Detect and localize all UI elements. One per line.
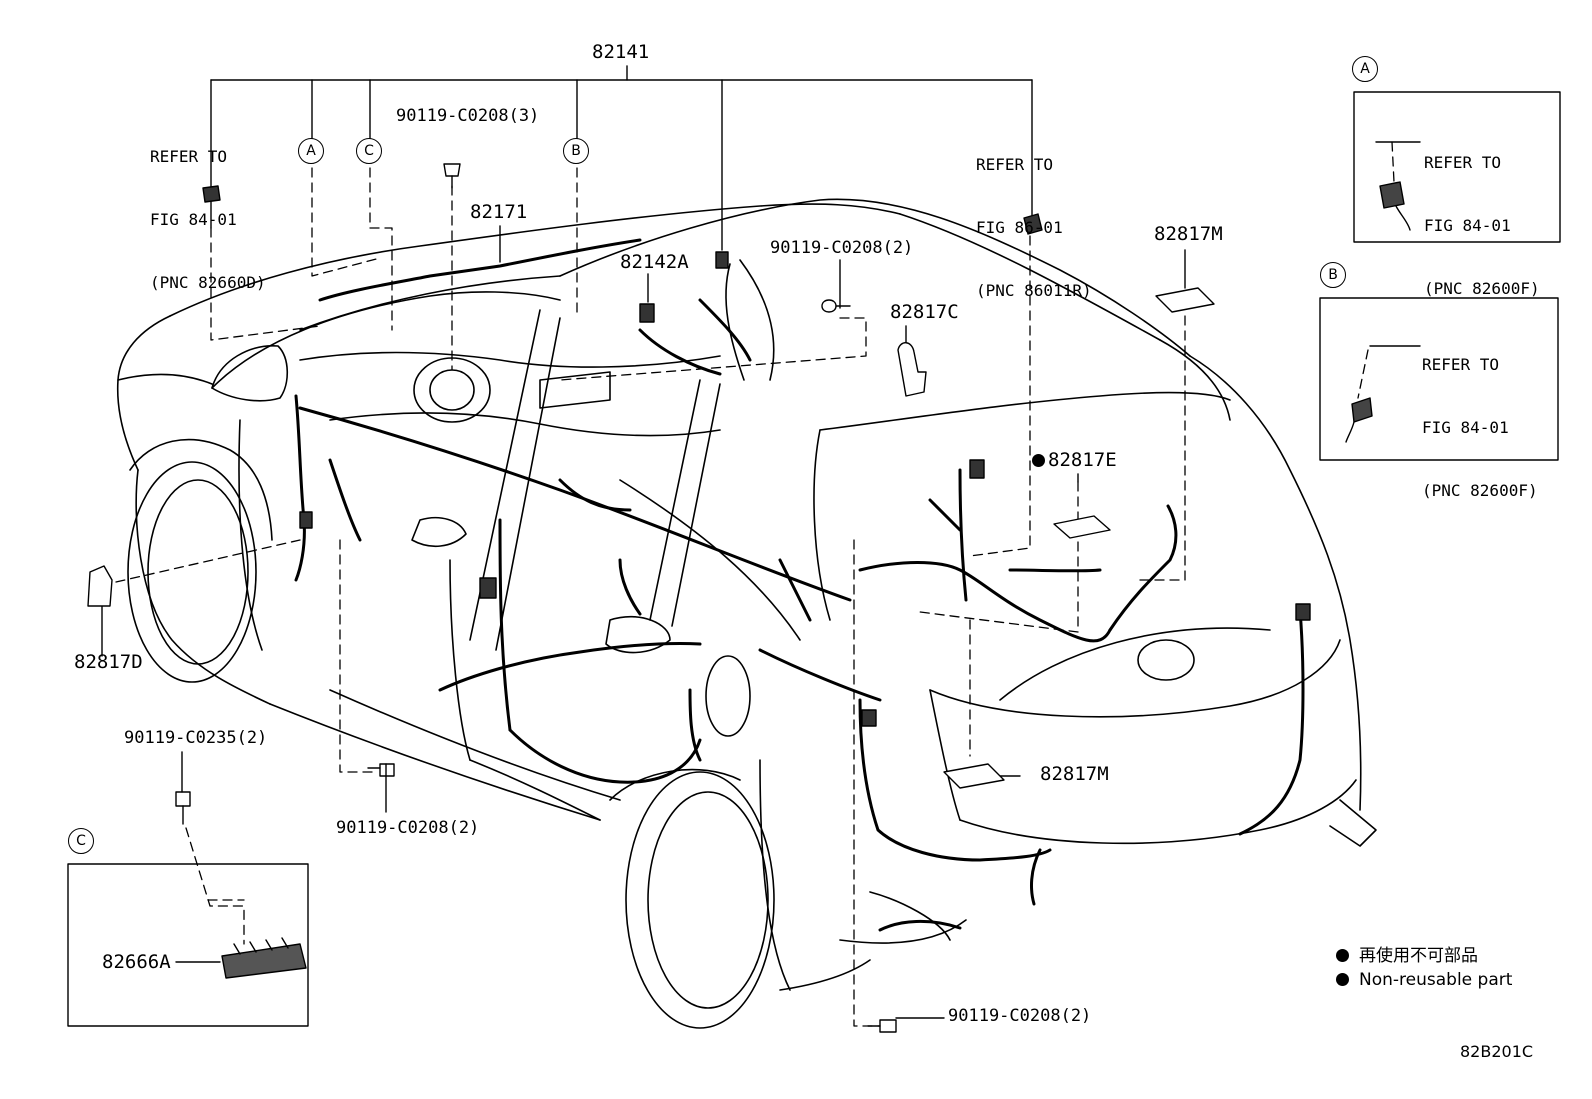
legend: 再使用不可部品 Non-reusable part — [1336, 944, 1512, 992]
refer-left-line-3: (PNC 82660D) — [150, 273, 266, 292]
part-82817d: 82817D — [74, 651, 143, 673]
part-82817e: 82817E — [1032, 450, 1117, 471]
inset-b-label: B — [1320, 262, 1346, 288]
inset-c-label: C — [68, 828, 94, 854]
part-82141: 82141 — [592, 41, 650, 63]
part-82817e-text: 82817E — [1048, 449, 1117, 471]
inset-a-label: A — [1352, 56, 1378, 82]
refer-left-line-1: REFER TO — [150, 147, 228, 166]
bolt-top-3: 90119-C0208(3) — [396, 106, 540, 126]
wiring-harness — [294, 238, 1305, 932]
part-82142a: 82142A — [620, 251, 689, 273]
refer-inset-b-line-1: REFER TO — [1422, 355, 1500, 374]
bolt-c0235: 90119-C0235(2) — [124, 728, 268, 748]
part-82817m-top: 82817M — [1154, 223, 1223, 245]
refer-inset-a-line-2: FIG 84-01 — [1424, 216, 1511, 235]
refer-inset-b-line-3: (PNC 82600F) — [1422, 481, 1538, 500]
solid-leaders — [101, 65, 1421, 1019]
diagram-code: 82B201C — [1460, 1042, 1534, 1061]
refer-inset-a-line-3: (PNC 82600F) — [1424, 279, 1540, 298]
refer-center: REFER TO FIG 86-01 (PNC 86011R) — [976, 112, 1092, 322]
bolt-floor-2: 90119-C0208(2) — [336, 818, 480, 838]
refer-center-line-1: REFER TO — [976, 155, 1054, 174]
refer-inset-a-line-1: REFER TO — [1424, 153, 1502, 172]
legend-row-english: Non-reusable part — [1336, 968, 1512, 992]
part-glyphs — [87, 163, 1411, 1033]
non-reusable-dot-icon — [1336, 973, 1349, 986]
car-body-outline — [116, 198, 1377, 1029]
callout-c: C — [356, 138, 382, 164]
legend-english-text: Non-reusable part — [1359, 970, 1513, 990]
legend-chinese-text: 再使用不可部品 — [1359, 946, 1478, 966]
non-reusable-dot-icon — [1032, 454, 1045, 467]
non-reusable-dot-icon — [1336, 949, 1349, 962]
bolt-bottom-2: 90119-C0208(2) — [948, 1006, 1092, 1026]
inset-frames — [67, 91, 1561, 1027]
callout-a: A — [298, 138, 324, 164]
refer-left-line-2: FIG 84-01 — [150, 210, 237, 229]
part-82666a: 82666A — [102, 951, 171, 973]
bolt-center-2: 90119-C0208(2) — [770, 238, 914, 258]
refer-inset-b-line-2: FIG 84-01 — [1422, 418, 1509, 437]
callout-b: B — [563, 138, 589, 164]
refer-center-line-3: (PNC 86011R) — [976, 281, 1092, 300]
part-82817c: 82817C — [890, 301, 959, 323]
refer-left: REFER TO FIG 84-01 (PNC 82660D) — [150, 104, 266, 314]
refer-inset-b: REFER TO FIG 84-01 (PNC 82600F) — [1422, 312, 1538, 522]
refer-center-line-2: FIG 86-01 — [976, 218, 1063, 237]
part-82817m-bottom: 82817M — [1040, 763, 1109, 785]
part-82171: 82171 — [470, 201, 528, 223]
refer-inset-a: REFER TO FIG 84-01 (PNC 82600F) — [1424, 110, 1540, 320]
legend-row-chinese: 再使用不可部品 — [1336, 944, 1512, 968]
